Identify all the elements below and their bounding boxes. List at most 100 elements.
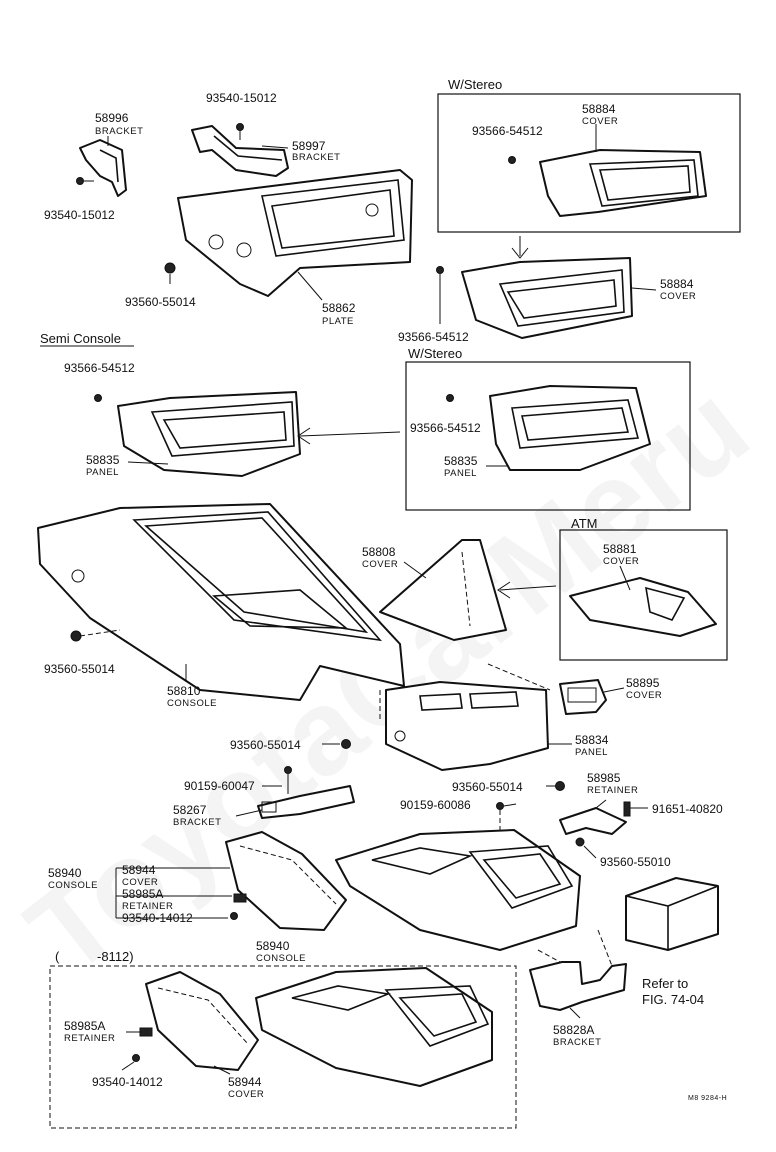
label-58881: 58881 <box>603 542 637 556</box>
label-58808-name: COVER <box>362 559 398 570</box>
arrow-left-atm <box>497 581 557 599</box>
part-labels: 58996 BRACKET 93540-15012 93540-15012 58… <box>44 91 727 1102</box>
label-93560-55014-a: 93560-55014 <box>125 295 196 309</box>
label-93566-54512-d: 93566-54512 <box>410 421 481 435</box>
bolt-93540-15012-b <box>236 123 244 140</box>
label-58862-name: PLATE <box>322 316 354 327</box>
panel-58835-boxed-part <box>489 385 651 471</box>
panel-58835-part <box>117 391 301 477</box>
refer-note-line2: FIG. 74-04 <box>642 992 704 1007</box>
bracket-58997-part <box>191 125 289 177</box>
label-58895: 58895 <box>626 676 660 690</box>
screw-93566-54512-a <box>508 156 516 164</box>
label-90159-60086: 90159-60086 <box>400 798 471 812</box>
label-58996-name: BRACKET <box>95 126 143 137</box>
w-stereo-top-box <box>437 93 741 233</box>
label-58862: 58862 <box>322 301 356 315</box>
label-58985a-a: 58985A <box>122 887 163 901</box>
label-58884-b: 58884 <box>660 277 694 291</box>
range-open: ( <box>55 949 60 964</box>
bolt-90159-60086 <box>496 802 504 836</box>
label-58940-b: 58940 <box>256 939 290 953</box>
label-58828a: 58828A <box>553 1023 594 1037</box>
range-dashed-box <box>49 965 517 1129</box>
heading-semi-console: Semi Console <box>40 331 121 346</box>
arrow-left-panel <box>297 427 401 445</box>
group-leader-58940 <box>115 867 232 919</box>
label-58985a-b-name: RETAINER <box>64 1033 115 1044</box>
label-93560-55010: 93560-55010 <box>600 855 671 869</box>
panel-58834-part <box>379 663 551 771</box>
refer-box-part <box>625 877 719 951</box>
label-58997-name: BRACKET <box>292 152 340 163</box>
heading-w-stereo-mid: W/Stereo <box>408 346 462 361</box>
screw-93560-55014-d <box>546 781 565 791</box>
label-58808: 58808 <box>362 545 396 559</box>
label-58985a-a-name: RETAINER <box>122 901 173 912</box>
screw-93560-55014-a <box>164 262 176 284</box>
range-end: -8112) <box>97 949 134 964</box>
label-93540-14012-a: 93540-14012 <box>122 911 193 925</box>
leader-lines <box>107 124 657 1075</box>
cover-58881-part <box>569 577 717 637</box>
cover-58884-part <box>461 257 633 339</box>
refer-note-line1: Refer to <box>642 976 688 991</box>
screw-93540-14012-a <box>230 912 238 920</box>
label-58828a-name: BRACKET <box>553 1037 601 1048</box>
label-58267: 58267 <box>173 803 207 817</box>
footer-code: M8 9284-H <box>688 1095 727 1102</box>
screw-93540-14012-b <box>132 1054 140 1062</box>
label-58944-a-name: COVER <box>122 877 158 888</box>
retainer-58985-part <box>559 807 627 835</box>
screw-93560-55014-b <box>70 629 121 642</box>
label-58835-b-name: PANEL <box>444 468 477 479</box>
bolt-91651-40820 <box>623 801 648 817</box>
label-93566-54512-a: 93566-54512 <box>472 124 543 138</box>
label-58940-a: 58940 <box>48 866 82 880</box>
label-58985a-b: 58985A <box>64 1019 105 1033</box>
label-58940-a-name: CONSOLE <box>48 880 98 891</box>
label-58944-b: 58944 <box>228 1075 262 1089</box>
label-90159-60047: 90159-60047 <box>184 779 255 793</box>
label-58834-name: PANEL <box>575 747 608 758</box>
label-58944-b-name: COVER <box>228 1089 264 1100</box>
label-58884-a: 58884 <box>582 102 616 116</box>
bracket-58828a-part <box>529 929 627 1011</box>
screw-93566-54512-b <box>436 266 444 324</box>
screw-93560-55014-c <box>341 739 351 749</box>
label-58810: 58810 <box>167 684 201 698</box>
heading-atm: ATM <box>571 516 597 531</box>
label-58985-name: RETAINER <box>587 785 638 796</box>
label-58997: 58997 <box>292 139 326 153</box>
label-93560-55014-c: 93560-55014 <box>230 738 301 752</box>
label-58834: 58834 <box>575 733 609 747</box>
label-58835-b: 58835 <box>444 454 478 468</box>
bracket-58267-part <box>257 785 355 819</box>
label-58835-a-name: PANEL <box>86 467 119 478</box>
label-93566-54512-c: 93566-54512 <box>64 361 135 375</box>
label-58996: 58996 <box>95 111 129 125</box>
screw-93560-55010 <box>575 837 597 859</box>
label-58835-a: 58835 <box>86 453 120 467</box>
bolt-90159-60047 <box>284 766 292 794</box>
label-93540-15012-a: 93540-15012 <box>44 208 115 222</box>
cover-58808-part <box>379 539 507 641</box>
label-58884-b-name: COVER <box>660 291 696 302</box>
atm-box <box>559 529 728 661</box>
screw-93566-54512-c <box>94 394 102 402</box>
label-93566-54512-b: 93566-54512 <box>398 330 469 344</box>
label-58940-b-name: CONSOLE <box>256 953 306 964</box>
console-58810-part <box>37 503 405 701</box>
label-91651-40820: 91651-40820 <box>652 802 723 816</box>
label-58944-a: 58944 <box>122 863 156 877</box>
bracket-58996-part <box>79 139 127 197</box>
bolt-93540-15012-a <box>76 177 94 185</box>
cover-58944-part <box>225 831 347 931</box>
label-93540-14012-b: 93540-14012 <box>92 1075 163 1089</box>
plate-58862-part <box>177 169 413 297</box>
cover-58944-lower-part <box>145 971 259 1071</box>
label-93560-55014-b: 93560-55014 <box>44 662 115 676</box>
label-93540-15012-b: 93540-15012 <box>206 91 277 105</box>
label-58985: 58985 <box>587 771 621 785</box>
